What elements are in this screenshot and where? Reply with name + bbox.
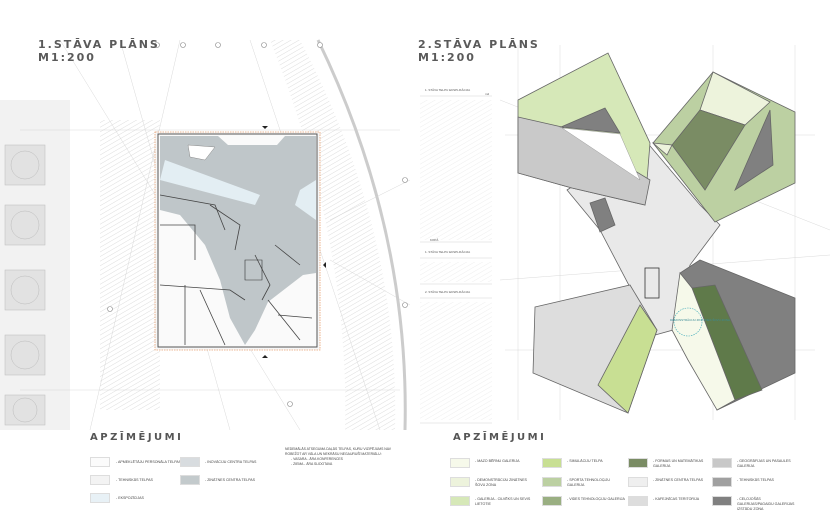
legend-swatch: [712, 458, 732, 468]
legend-label: - FORMAS UN MATEMĀTIKAS GALERIJA: [653, 459, 704, 468]
legend-swatch: [712, 477, 732, 487]
schedule-header: 1. STĀVA TELPU EKSPLIKĀCIJA: [425, 88, 471, 92]
ground-floor-title: 1.STĀVA PLĀNS M1:200: [38, 38, 160, 64]
ground-floor-building: [154, 126, 326, 358]
legend-label: - TEHNISKĀS TELPAS: [737, 478, 774, 482]
note-line: ROBEŽOT AR VĀLA UN NEKRĀSU NEGAURUŠĪ MAT…: [285, 452, 382, 456]
schedule-header: 1. STĀVA TELPU EKSPLIKĀCIJA: [425, 250, 471, 254]
legend-title: APZĪMĒJUMI: [453, 432, 547, 443]
legend-swatch: [712, 496, 732, 506]
legend-label: - VIDES TEHNOLOĢIJU GALERIJA: [567, 497, 625, 501]
first-floor-title: 2.STĀVA PLĀNS M1:200: [418, 38, 540, 64]
first-floor-plan: [499, 45, 831, 420]
note-line: - ZIEMA - ĀRA SLIDOTAVA: [291, 462, 333, 466]
legend-label: - CEĻOJOŠĀS GALERIJAS/PAGAIDU GALERIJAS …: [737, 497, 795, 511]
legend-label: - ZINĀTNES CENTRA TELPAS: [205, 478, 255, 482]
legend-swatch: [542, 477, 562, 487]
legend-label: - KAFEJNĪCAS TERITORIJA: [653, 497, 700, 501]
legend-label: - GEOGRĀFIJAS UN PASAULES GALERIJA: [737, 459, 791, 468]
seasonal-note: NEDEMĀLĀS ATSEGUMA DAĻĀS TELPAS, KURU VI…: [285, 447, 391, 467]
tree-grid: [4, 144, 46, 426]
plan-scale: M1:200: [38, 51, 96, 64]
note-line: - VASARA - ĀRA KONFERENCES: [291, 457, 343, 461]
legend-label: - EKSPOZĪCIJAS: [116, 496, 144, 500]
legend-label: - ZINĀTNES CENTRA TELPAS: [653, 478, 703, 482]
legend-swatch: [180, 457, 200, 467]
legend-label: - SIMULĀCIJU TELPA: [567, 459, 603, 463]
legend-swatch: [90, 493, 110, 503]
legend-swatch: [542, 496, 562, 506]
legend-swatch: [542, 458, 562, 468]
schedule-unit: m2: [485, 92, 490, 96]
legend-label: - MAZO BĒRNU GALERIJA: [475, 459, 520, 463]
room-schedule-rows: [420, 100, 492, 420]
legend-swatch: [450, 477, 470, 487]
legend-title: APZĪMĒJUMI: [90, 432, 184, 443]
room-schedule-lines: [420, 95, 492, 424]
plan-title: 1.STĀVA PLĀNS: [38, 38, 160, 51]
plan-scale: M1:200: [418, 51, 476, 64]
legend-swatch: [628, 477, 648, 487]
legend-swatch: [90, 457, 110, 467]
legend-label: - APMEKLĒTĀJU PERSONĀLA TELPAS: [116, 460, 182, 464]
legend-swatch: [180, 475, 200, 485]
legend-label: - INOVĀCIJU CENTRA TELPAS: [205, 460, 257, 464]
legend-swatch: [628, 458, 648, 468]
note-line: NEDEMĀLĀS ATSEGUMA DAĻĀS TELPAS, KURU VI…: [285, 447, 392, 451]
legend-swatch: [450, 458, 470, 468]
legend-label: - GALERIJA - CILVĒKS UN SEVIS LIETOTIE: [475, 497, 531, 506]
show-zone-annotation: DEMONSTRĀCIJU ZINĀTNES ŠOVU ZONA: [670, 318, 731, 322]
legend-label: - DEMONSTRĀCIJU ZINĀTNES ŠOVU ZONA: [475, 478, 527, 487]
site-plan-ground-floor: [0, 39, 411, 431]
schedule-header: 2. STĀVA TELPU EKSPLIKĀCIJA: [425, 290, 471, 294]
legend-swatch: [628, 496, 648, 506]
grid-markers: [107, 42, 408, 407]
legend-label: - TEHNISKĀS TELPAS: [116, 478, 153, 482]
legend-label: - SPORTA TEHNOLOĢIJU GALERIJA: [567, 478, 610, 487]
legend-swatch: [450, 496, 470, 506]
plan-title: 2.STĀVA PLĀNS: [418, 38, 540, 51]
schedule-total: KOPĀ: [430, 238, 439, 242]
legend-swatch: [90, 475, 110, 485]
